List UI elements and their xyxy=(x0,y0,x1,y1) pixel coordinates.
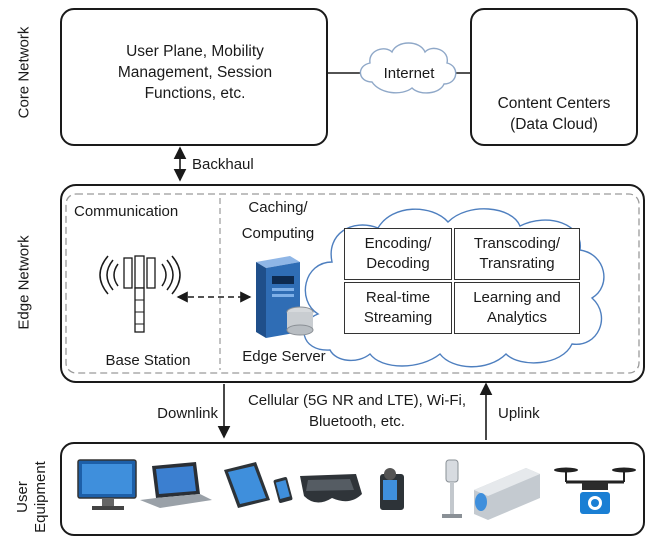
caching-computing-label: Caching/ Computing xyxy=(241,199,315,242)
monitor-icon xyxy=(77,459,137,510)
data-cloud-box xyxy=(470,8,638,146)
function-encoding-decoding: Encoding/ Decoding xyxy=(344,228,452,280)
drone-icon xyxy=(554,467,636,514)
core-functions-text: User Plane, Mobility Management, Session… xyxy=(117,43,273,102)
base-station-icon xyxy=(99,255,181,333)
iot-sensor-icon xyxy=(442,459,462,518)
communication-label: Communication xyxy=(74,203,179,220)
edge-network-label: Edge Network xyxy=(15,235,33,330)
content-centers-text: Content Centers (Data Cloud) xyxy=(497,95,611,133)
uplink-label: Uplink xyxy=(498,405,540,422)
edge-inner-frame xyxy=(65,193,640,374)
edge-server-label: Edge Server xyxy=(242,348,326,365)
user-equipment-label: User Equipment xyxy=(14,457,50,537)
base-station-label: Base Station xyxy=(105,352,191,369)
downlink-label: Downlink xyxy=(157,405,218,422)
internet-label: Internet xyxy=(383,65,435,82)
user-equipment-label-line2: Equipment xyxy=(32,461,49,533)
internet-cloud-shape xyxy=(359,42,457,94)
function-learning-analytics: Learning and Analytics xyxy=(454,282,580,334)
user-equipment-label-line1: User xyxy=(14,481,31,513)
tablet-icon xyxy=(224,462,270,508)
vr-headset-icon xyxy=(300,474,362,503)
laptop-icon xyxy=(140,462,212,508)
projector-icon xyxy=(474,468,540,520)
core-functions-box xyxy=(60,8,328,146)
edge-server-icon xyxy=(256,256,314,338)
backhaul-label: Backhaul xyxy=(192,156,254,173)
function-transcoding-transrating: Transcoding/ Transrating xyxy=(454,228,580,280)
core-network-label: Core Network xyxy=(15,26,33,119)
edge-network-box xyxy=(60,184,645,383)
function-real-time-streaming: Real-time Streaming xyxy=(344,282,452,334)
user-equipment-box xyxy=(60,442,645,536)
camcorder-icon xyxy=(380,468,404,510)
access-technologies-label: Cellular (5G NR and LTE), Wi-Fi, Bluetoo… xyxy=(247,392,467,430)
smartphone-icon xyxy=(273,477,293,503)
